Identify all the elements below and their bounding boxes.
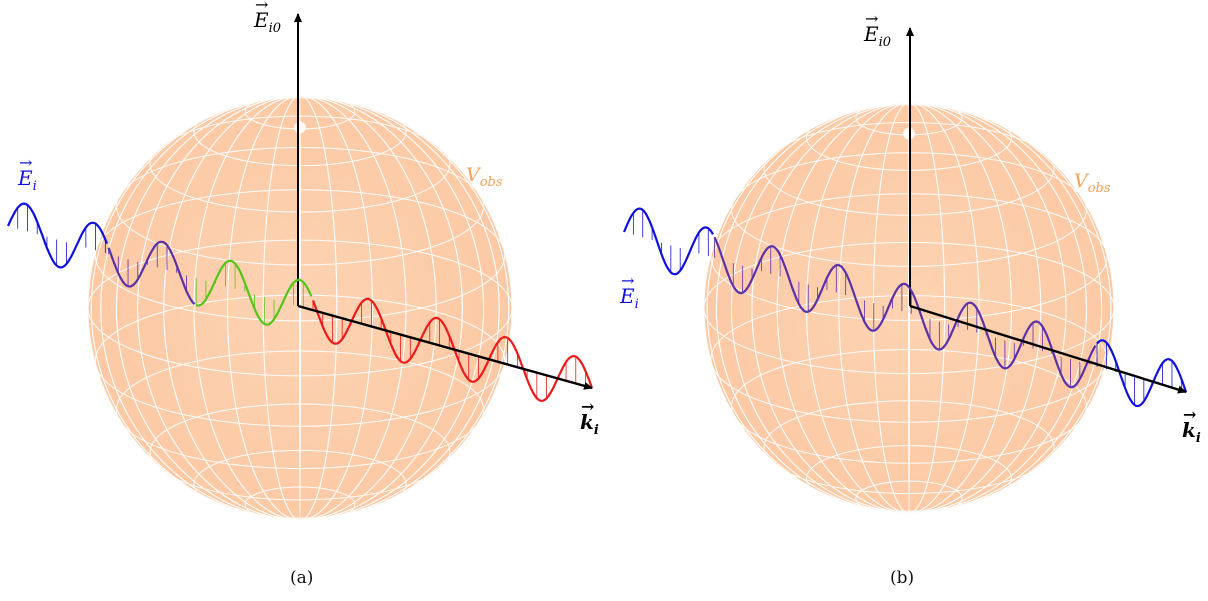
caption-a: (a) bbox=[290, 568, 314, 588]
parallel-line bbox=[763, 400, 1055, 495]
wave-segment-purple bbox=[107, 240, 196, 305]
parallel-line bbox=[806, 445, 1012, 512]
sphere-diagram-b bbox=[622, 27, 1188, 516]
sphere-diagram-a bbox=[6, 13, 594, 523]
k-i-axis bbox=[909, 304, 1187, 394]
wave-curve bbox=[107, 240, 196, 305]
wave-curve bbox=[622, 207, 714, 276]
wave-segment-purple bbox=[713, 236, 1097, 389]
pole-highlight bbox=[294, 121, 306, 134]
wave-curve bbox=[311, 297, 594, 403]
parallel-line bbox=[115, 350, 485, 470]
label-e-i: →Ei bbox=[18, 153, 37, 194]
parallel-line bbox=[149, 403, 451, 501]
parallel-line bbox=[193, 449, 407, 519]
parallel-line bbox=[855, 480, 963, 516]
wave-curve bbox=[1096, 339, 1188, 408]
meridian-line bbox=[299, 95, 301, 521]
parallel-line bbox=[193, 97, 407, 167]
parallel-line bbox=[94, 294, 506, 427]
wave-curve bbox=[6, 202, 109, 269]
label-k-i: →ki bbox=[1182, 405, 1201, 446]
wave-curve bbox=[713, 236, 1097, 389]
parallel-line bbox=[115, 146, 485, 266]
wave-segment-red bbox=[311, 297, 594, 403]
label-v-obs: Vobs bbox=[466, 164, 503, 190]
parallel-line bbox=[730, 349, 1088, 464]
label-e-i: →Ei bbox=[620, 271, 639, 312]
label-k-i: →ki bbox=[580, 397, 599, 438]
wave-segment-green bbox=[195, 259, 313, 326]
wave-segment-blue bbox=[6, 202, 109, 269]
sphere-grid bbox=[87, 93, 513, 523]
k-i-axis bbox=[297, 304, 593, 390]
label-v-obs: Vobs bbox=[1074, 170, 1111, 196]
panel-a: →Ei0 →Ei →ki Vobs (a) bbox=[6, 0, 599, 588]
panel-b: →Ei0 →Ei →ki Vobs (b) bbox=[604, 0, 1208, 601]
wave-segment-blue bbox=[622, 207, 714, 276]
meridian-line bbox=[90, 95, 510, 521]
parallel-line bbox=[244, 486, 356, 523]
label-e-i0: →Ei0 bbox=[254, 0, 282, 36]
parallel-line bbox=[94, 189, 506, 322]
parallel-line bbox=[149, 115, 451, 213]
wave-segment-blue bbox=[1096, 339, 1188, 408]
parallel-line bbox=[87, 239, 513, 377]
wave-curve bbox=[195, 259, 313, 326]
caption-b: (b) bbox=[890, 568, 915, 588]
label-e-i0: →Ei0 bbox=[864, 9, 892, 50]
